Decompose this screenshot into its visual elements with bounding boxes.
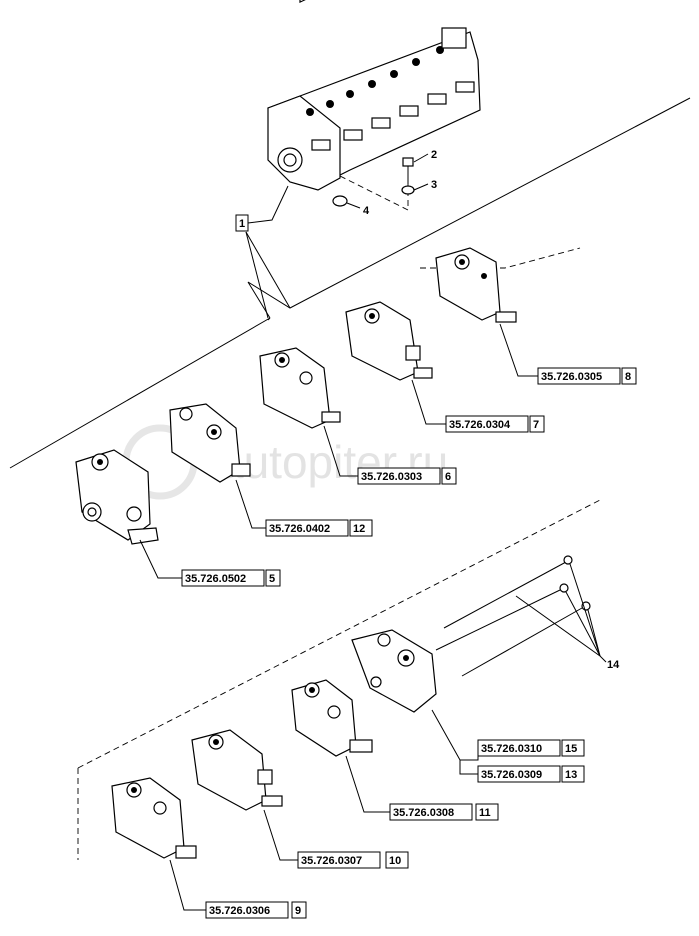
part-item-13: 13 — [565, 769, 577, 781]
part-code-11: 35.726.0308 — [393, 807, 454, 819]
valve-section-icon-6 — [259, 347, 341, 429]
nut-icon — [401, 185, 415, 195]
leader-9 — [169, 859, 206, 911]
valve-section-icon-10 — [191, 729, 283, 811]
divider-line-right — [247, 97, 691, 319]
part-item-8: 8 — [625, 371, 631, 383]
valve-section-icon-11 — [291, 679, 373, 757]
part-item-10: 10 — [389, 855, 401, 867]
dashed-guide-top — [420, 247, 581, 269]
part-code-7: 35.726.0304 — [449, 419, 511, 431]
part-item-7: 7 — [533, 419, 539, 431]
valve-end-plate-icon — [351, 629, 437, 713]
part-code-10: 35.726.0307 — [301, 855, 362, 867]
leader-10 — [263, 809, 298, 861]
leader-14 — [599, 655, 607, 663]
part-label-6: 35.726.0303 6 — [357, 467, 457, 485]
leader-14-c — [587, 609, 601, 657]
part-item-5: 5 — [269, 573, 275, 585]
leader-12 — [235, 479, 266, 529]
callout-3: 3 — [431, 179, 437, 191]
valve-section-icon-9 — [111, 777, 197, 859]
part-item-6: 6 — [445, 471, 451, 483]
part-item-9: 9 — [295, 905, 301, 917]
valve-section-icon-7 — [345, 301, 433, 381]
part-label-12: 35.726.0402 12 — [265, 519, 373, 537]
nut-icon-lower — [332, 195, 348, 207]
valve-section-icon-12 — [169, 403, 251, 483]
part-code-5: 35.726.0502 — [185, 573, 246, 585]
leader-2 — [413, 153, 429, 163]
leader-1 — [247, 185, 289, 224]
leader-1-a — [245, 231, 269, 319]
part-label-7: 35.726.0304 7 — [445, 415, 545, 433]
part-item-15: 15 — [565, 743, 577, 755]
callout-1: 1 — [235, 214, 249, 232]
part-code-9: 35.726.0306 — [209, 905, 270, 917]
leader-11 — [345, 755, 390, 813]
leader-14-a — [569, 563, 601, 657]
leader-8 — [499, 323, 538, 377]
part-code-6: 35.726.0303 — [361, 471, 422, 483]
leader-4 — [346, 202, 361, 209]
part-label-11: 35.726.0308 11 — [389, 803, 499, 821]
leader-14-b — [565, 591, 601, 657]
part-code-8: 35.726.0305 — [541, 371, 602, 383]
svg-text:1: 1 — [239, 218, 245, 230]
part-label-8: 35.726.0305 8 — [537, 367, 637, 385]
part-code-13: 35.726.0309 — [481, 769, 542, 781]
part-code-12: 35.726.0402 — [269, 523, 330, 535]
leader-7 — [411, 379, 446, 425]
tie-rod-icon — [435, 555, 591, 677]
valve-assembly-icon — [267, 0, 481, 191]
part-item-11: 11 — [479, 807, 491, 819]
callout-2: 2 — [431, 149, 437, 161]
leader-15 — [431, 709, 479, 761]
part-label-15: 35.726.0310 15 — [477, 739, 585, 757]
bolt-icon — [402, 157, 414, 184]
part-code-15: 35.726.0310 — [481, 743, 542, 755]
leader-6 — [323, 425, 358, 477]
callout-4: 4 — [363, 205, 370, 217]
part-label-5: 35.726.0502 5 — [181, 569, 281, 587]
part-item-12: 12 — [353, 523, 365, 535]
part-label-10: 35.726.0307 10 — [297, 851, 409, 869]
leader-13 — [459, 760, 478, 775]
valve-section-icon-5 — [75, 449, 159, 545]
leader-3 — [413, 183, 429, 191]
valve-section-icon-8 — [435, 247, 517, 323]
leader-1-b — [245, 231, 291, 309]
leader-5 — [139, 539, 182, 579]
part-label-9: 35.726.0306 9 — [205, 901, 307, 919]
leader-14-d — [515, 595, 601, 657]
callout-14: 14 — [607, 659, 620, 671]
dashed-frame-top — [77, 499, 601, 769]
part-label-13: 35.726.0309 13 — [477, 765, 585, 783]
